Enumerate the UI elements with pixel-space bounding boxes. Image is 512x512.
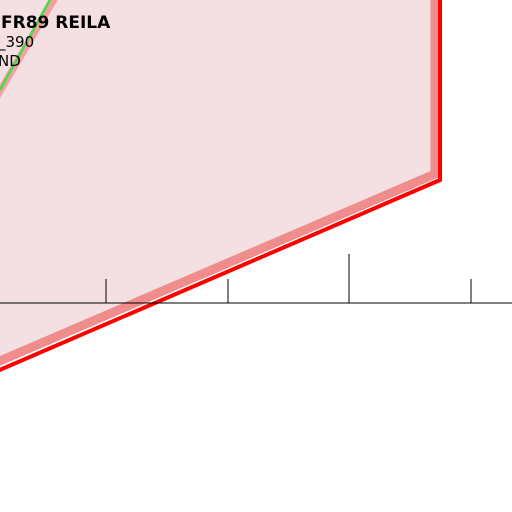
flight-info: ND [0,52,21,70]
track-line [0,0,52,91]
airspace-area[interactable] [0,0,437,368]
scale-bar [0,254,512,304]
flight-level: _390 [0,33,34,52]
flight-callsign: FR89 REILA [1,13,111,33]
airspace-border-halo [0,0,440,366]
airspace-border [0,0,442,373]
flight-label[interactable]: FR89 REILA _390 ND [0,13,111,70]
